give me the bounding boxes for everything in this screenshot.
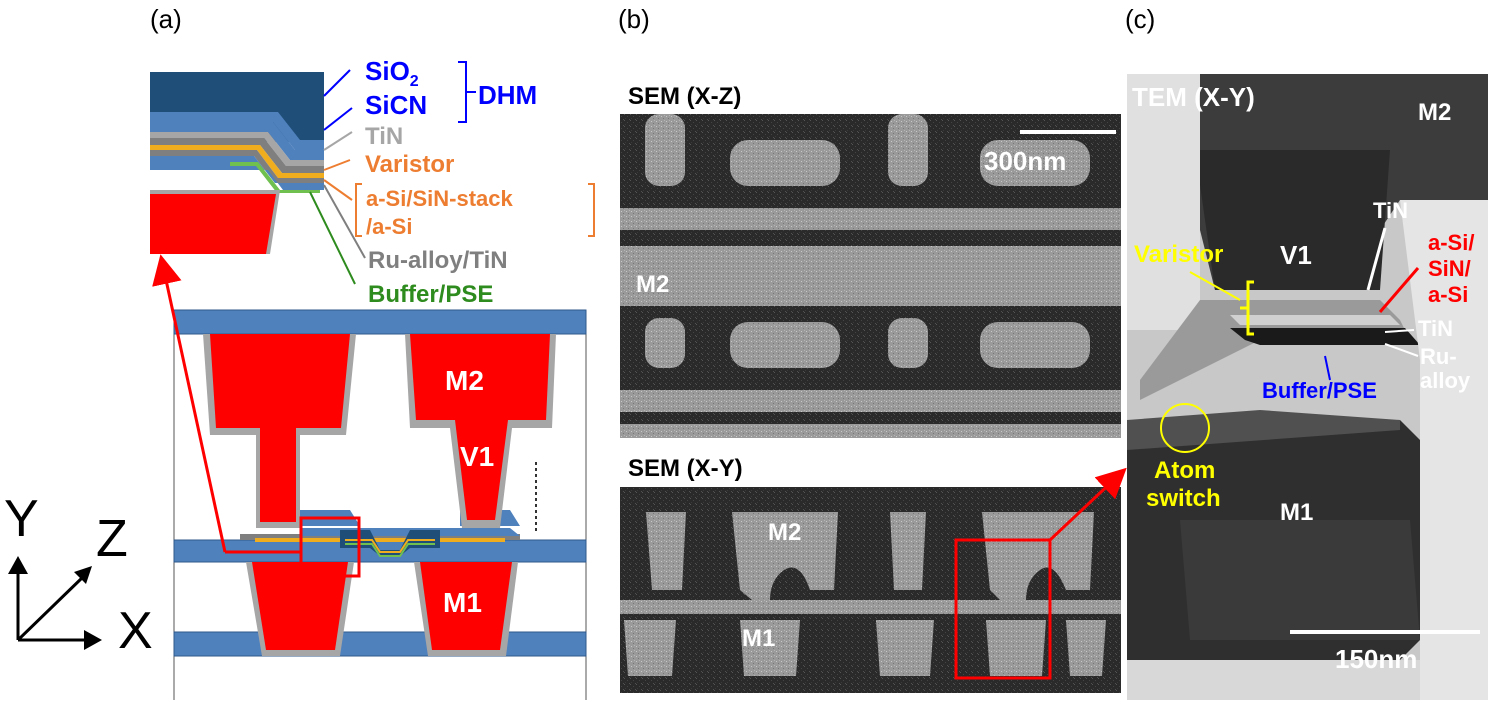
tem-stack-label-2: SiN/: [1428, 256, 1471, 281]
ru-alloy-label: Ru-alloy/TiN: [368, 247, 508, 274]
dhm-bracket: [458, 61, 476, 123]
tem-stack-label-3: a-Si: [1428, 282, 1468, 307]
tem-scale-label: 150nm: [1335, 644, 1417, 674]
panel-label-a: (a): [150, 4, 182, 34]
tem-tin-top-label: TiN: [1373, 198, 1408, 223]
tem-buffer-label: Buffer/PSE: [1262, 378, 1377, 403]
tin-label: TiN: [365, 123, 403, 150]
varistor-bracket-left: [355, 183, 362, 237]
atom-switch-label-2: switch: [1146, 485, 1221, 512]
dhm-label: DHM: [478, 80, 537, 110]
cross-section-schematic: [173, 309, 587, 700]
tem-m1-label: M1: [1280, 499, 1313, 526]
tem-varistor-bracket: [1240, 280, 1254, 336]
stack-leader-lines: [309, 69, 366, 285]
inset-metal: [150, 194, 276, 254]
buffer-label: Buffer/PSE: [368, 281, 493, 308]
tem-stack-label-1: a-Si/: [1428, 230, 1474, 255]
tem-title: TEM (X-Y): [1132, 82, 1255, 112]
sio2-label: SiO2: [365, 56, 419, 90]
panel-label-b: (b): [618, 4, 650, 34]
tem-tin-mid-label: TiN: [1418, 316, 1453, 341]
varistor-stack-label-1: a-Si/SiN-stack: [366, 186, 513, 211]
bottom-dielectric: [173, 631, 587, 657]
tem-varistor-leader: [1189, 271, 1241, 301]
left-m2-v1: [210, 334, 350, 522]
sem-xz-m2-label: M2: [636, 271, 669, 298]
tem-ru-label-1: Ru-: [1420, 344, 1457, 369]
sem-xz-scale-label: 300nm: [984, 146, 1066, 176]
tem-image: [1127, 74, 1488, 700]
tem-v1-label: V1: [1280, 240, 1312, 270]
left-m1: [252, 562, 348, 650]
sicn-layer: [150, 122, 324, 160]
axis-y-label: Y: [4, 490, 39, 548]
tem-ru-leader: [1384, 343, 1419, 357]
atom-switch-label-1: Atom: [1154, 457, 1215, 484]
tem-ru-label-2: alloy: [1420, 368, 1471, 393]
panel-label-c: (c): [1125, 4, 1155, 34]
sem-xy-image: [620, 487, 1121, 693]
sem-xy-title: SEM (X-Y): [628, 455, 743, 482]
schematic-v1-label: V1: [460, 441, 494, 472]
schematic-m2-label: M2: [445, 365, 484, 396]
sicn-label: SiCN: [365, 90, 427, 120]
tem-m2-label: M2: [1418, 99, 1451, 126]
tin-layer: [150, 132, 324, 166]
sem-xy-m2-label: M2: [768, 519, 801, 546]
schematic-m1-label: M1: [443, 587, 482, 618]
right-m2-v1: [410, 334, 550, 520]
axis-x-label: X: [118, 602, 153, 660]
stack-inset: [150, 72, 324, 254]
sem-xz-title: SEM (X-Z): [628, 83, 741, 110]
sem-xz-image: [620, 114, 1121, 438]
varistor-stack-label-2: /a-Si: [366, 214, 412, 239]
tem-varistor-label: Varistor: [1134, 241, 1223, 268]
zoom-region-box-a: [299, 516, 361, 578]
tem-stack-leader: [1378, 267, 1420, 313]
axis-z-label: Z: [96, 510, 128, 568]
axes-indicator: [8, 556, 102, 650]
right-m1: [420, 562, 512, 650]
varistor-label: Varistor: [365, 151, 454, 178]
top-dielectric: [173, 309, 587, 335]
zoom-leader-a-2: [152, 254, 227, 553]
sem-xy-m1-label: M1: [742, 625, 775, 652]
varistor-bracket-right: [588, 183, 595, 237]
atom-switch-circle: [1160, 403, 1210, 453]
zoom-leader-b: [1048, 467, 1127, 542]
varistor-layer: [150, 145, 324, 178]
tem-buffer-leader: [1324, 355, 1331, 381]
tem-tin-top-leader: [1366, 227, 1387, 291]
tem-tin-mid-leader: [1384, 329, 1415, 333]
buffer-layer: [230, 162, 320, 193]
zoom-region-box-b: [954, 538, 1052, 680]
